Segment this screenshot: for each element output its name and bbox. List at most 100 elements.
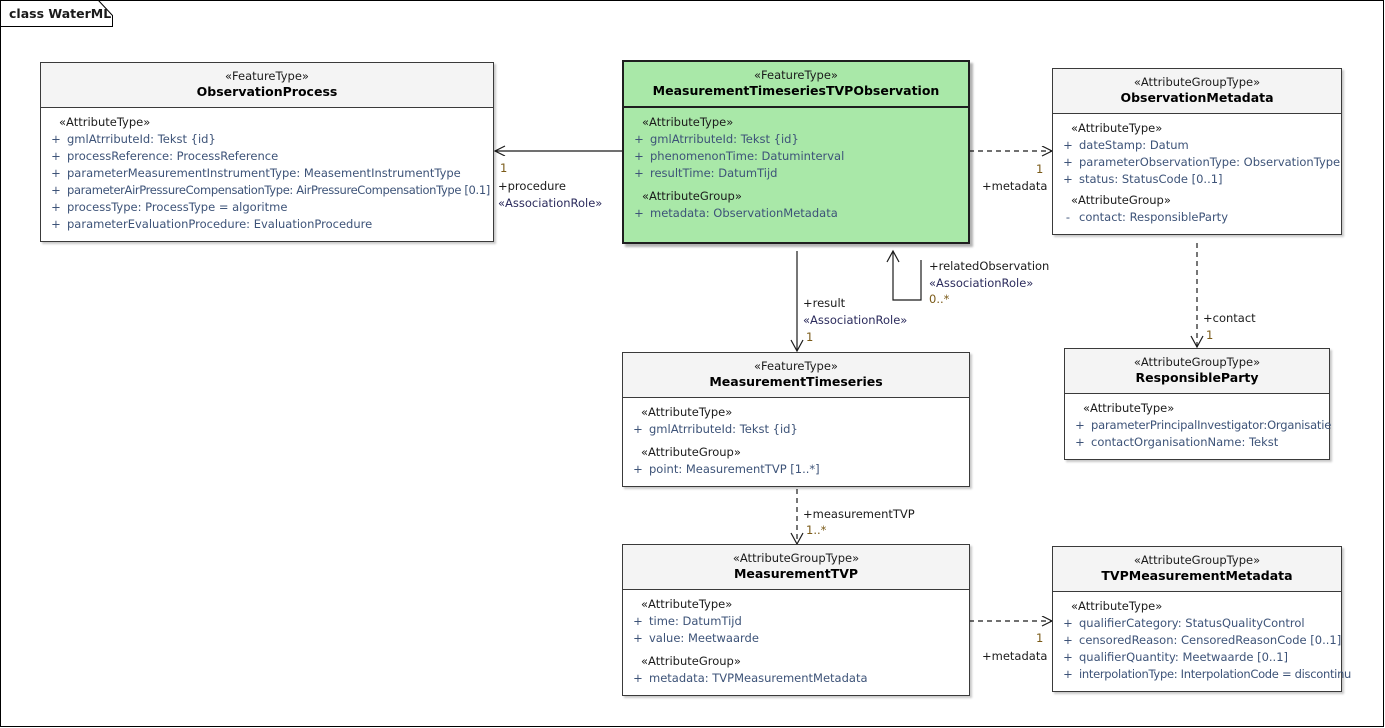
class-measurement-tvp[interactable]: «AttributeGroupType» MeasurementTVP «Att… bbox=[622, 544, 970, 696]
attribute-text: phenomenonTime: Datuminterval bbox=[650, 149, 845, 163]
visibility-marker: + bbox=[634, 132, 644, 146]
class-body: «AttributeType» + qualifierCategory: Sta… bbox=[1053, 592, 1351, 691]
class-stereotype: «AttributeGroupType» bbox=[1133, 355, 1261, 369]
attribute-group-stereotype: «AttributeType» bbox=[641, 405, 733, 419]
attribute-text: contactOrganisationName: Tekst bbox=[1091, 435, 1279, 449]
visibility-marker: + bbox=[51, 217, 61, 231]
class-stereotype: «AttributeGroupType» bbox=[732, 551, 860, 565]
attribute-group-stereotype: «AttributeGroup» bbox=[641, 445, 741, 459]
class-measurement-timeseries-tvp-observation[interactable]: «FeatureType» MeasurementTimeseriesTVPOb… bbox=[622, 60, 970, 244]
attribute-text: point: MeasurementTVP [1..*] bbox=[649, 462, 820, 476]
attribute-row: + point: MeasurementTVP [1..*] bbox=[627, 461, 965, 478]
attribute-row: + processReference: ProcessReference bbox=[45, 148, 489, 165]
connector-result bbox=[790, 251, 804, 353]
attribute-text: parameterPrincipalInvestigator:Organisat… bbox=[1091, 418, 1332, 432]
attribute-text: censoredReason: CensoredReasonCode [0..1… bbox=[1079, 633, 1342, 647]
attribute-group-stereotype: «AttributeType» bbox=[1071, 599, 1163, 613]
attribute-row: + metadata: TVPMeasurementMetadata bbox=[627, 670, 965, 687]
attribute-text: time: DatumTijd bbox=[649, 614, 742, 628]
attribute-row: + qualifierQuantity: Meetwaarde [0..1] bbox=[1057, 649, 1337, 666]
class-responsible-party[interactable]: «AttributeGroupType» ResponsibleParty «A… bbox=[1064, 348, 1331, 460]
attribute-row: + phenomenonTime: Datuminterval bbox=[628, 148, 964, 165]
attribute-group-stereotype: «AttributeType» bbox=[59, 115, 151, 129]
attribute-row: + processType: ProcessType = algoritme bbox=[45, 199, 489, 216]
related-observation-multiplicity: 0..* bbox=[929, 292, 950, 306]
class-measurement-timeseries[interactable]: «FeatureType» MeasurementTimeseries «Att… bbox=[622, 352, 970, 487]
class-body: «AttributeType» + gmlAtrributeId: Tekst … bbox=[41, 108, 493, 241]
related-observation-stereotype: «AssociationRole» bbox=[929, 276, 1034, 290]
attribute-row: + parameterMeasurementInstrumentType: Me… bbox=[45, 165, 489, 182]
visibility-marker: + bbox=[634, 166, 644, 180]
attribute-text: qualifierCategory: StatusQualityControl bbox=[1079, 616, 1305, 630]
class-name: MeasurementTimeseriesTVPObservation bbox=[652, 83, 940, 98]
class-observation-metadata[interactable]: «AttributeGroupType» ObservationMetadata… bbox=[1052, 68, 1342, 235]
attribute-row: + interpolationType: InterpolationCode =… bbox=[1057, 666, 1351, 683]
class-header: «FeatureType» MeasurementTimeseries bbox=[623, 353, 969, 398]
class-body: «AttributeType» + parameterPrincipalInve… bbox=[1065, 394, 1331, 459]
class-stereotype: «AttributeGroupType» bbox=[1133, 553, 1261, 567]
class-name: ObservationMetadata bbox=[1120, 90, 1274, 105]
metadata-tvp-multiplicity: 1 bbox=[1036, 631, 1044, 645]
attribute-row: + gmlAtrributeId: Tekst {id} bbox=[627, 421, 965, 438]
class-header: «AttributeGroupType» ObservationMetadata bbox=[1053, 69, 1341, 114]
visibility-marker: + bbox=[634, 206, 644, 220]
related-observation-role-label: +relatedObservation bbox=[929, 259, 1050, 273]
visibility-marker: + bbox=[633, 462, 643, 476]
attribute-text: status: StatusCode [0..1] bbox=[1079, 172, 1223, 186]
class-body: «AttributeType» + time: DatumTijd + valu… bbox=[623, 590, 969, 695]
frame-tab-shape bbox=[0, 0, 113, 27]
attribute-group-stereotype: «AttributeType» bbox=[1071, 121, 1163, 135]
class-name: ResponsibleParty bbox=[1135, 370, 1259, 385]
connector-related-observation bbox=[886, 249, 922, 301]
visibility-marker: + bbox=[633, 631, 643, 645]
visibility-marker: + bbox=[51, 149, 61, 163]
attribute-row: + dateStamp: Datum bbox=[1057, 137, 1337, 154]
diagram-frame-tab: class WaterML bbox=[0, 0, 113, 27]
attribute-row: + gmlAtrributeId: Tekst {id} bbox=[628, 131, 964, 148]
result-stereotype: «AssociationRole» bbox=[803, 313, 908, 327]
visibility-marker: + bbox=[51, 200, 61, 214]
contact-role-label: +contact bbox=[1203, 311, 1256, 325]
attribute-group-stereotype: «AttributeType» bbox=[1083, 401, 1175, 415]
attribute-row: + parameterEvaluationProcedure: Evaluati… bbox=[45, 216, 489, 233]
procedure-stereotype: «AssociationRole» bbox=[498, 196, 603, 210]
class-observation-process[interactable]: «FeatureType» ObservationProcess «Attrib… bbox=[40, 62, 494, 242]
metadata-observation-role-label: +metadata bbox=[982, 179, 1048, 193]
visibility-marker: + bbox=[1063, 155, 1073, 169]
attribute-group-stereotype: «AttributeGroup» bbox=[642, 189, 742, 203]
attribute-row: + qualifierCategory: StatusQualityContro… bbox=[1057, 615, 1337, 632]
visibility-marker: + bbox=[1063, 138, 1073, 152]
visibility-marker: + bbox=[1063, 172, 1073, 186]
attribute-text: gmlAtrributeId: Tekst {id} bbox=[649, 422, 798, 436]
attribute-row: + gmlAtrributeId: Tekst {id} bbox=[45, 131, 489, 148]
visibility-marker: + bbox=[51, 166, 61, 180]
attribute-text: value: Meetwaarde bbox=[649, 631, 759, 645]
visibility-marker: + bbox=[633, 422, 643, 436]
attribute-row: + value: Meetwaarde bbox=[627, 630, 965, 647]
attribute-text: gmlAtrributeId: Tekst {id} bbox=[650, 132, 799, 146]
attribute-row: + parameterObservationType: ObservationT… bbox=[1057, 154, 1341, 171]
attribute-text: parameterEvaluationProcedure: Evaluation… bbox=[67, 217, 373, 231]
metadata-observation-multiplicity: 1 bbox=[1036, 162, 1044, 176]
attribute-text: resultTime: DatumTijd bbox=[650, 166, 778, 180]
attribute-text: metadata: ObservationMetadata bbox=[650, 206, 838, 220]
attribute-text: processReference: ProcessReference bbox=[67, 149, 279, 163]
attribute-text: metadata: TVPMeasurementMetadata bbox=[649, 671, 868, 685]
result-role-label: +result bbox=[803, 296, 846, 310]
visibility-marker: + bbox=[1075, 435, 1085, 449]
visibility-marker: + bbox=[634, 149, 644, 163]
diagram-title: class WaterML bbox=[9, 6, 112, 21]
attribute-text: parameterObservationType: ObservationTyp… bbox=[1079, 155, 1341, 169]
class-name: MeasurementTimeseries bbox=[709, 374, 883, 389]
class-body: «AttributeType» + gmlAtrributeId: Tekst … bbox=[623, 398, 969, 486]
class-stereotype: «AttributeGroupType» bbox=[1133, 75, 1261, 89]
attribute-text: processType: ProcessType = algoritme bbox=[67, 200, 288, 214]
attribute-row: + contactOrganisationName: Tekst bbox=[1069, 434, 1325, 451]
measurement-tvp-multiplicity: 1..* bbox=[806, 523, 827, 537]
class-tvp-measurement-metadata[interactable]: «AttributeGroupType» TVPMeasurementMetad… bbox=[1052, 546, 1351, 692]
visibility-marker: + bbox=[1063, 667, 1073, 681]
result-multiplicity: 1 bbox=[806, 330, 814, 344]
attribute-row: + parameterPrincipalInvestigator:Organis… bbox=[1069, 417, 1331, 434]
visibility-marker: + bbox=[51, 132, 61, 146]
